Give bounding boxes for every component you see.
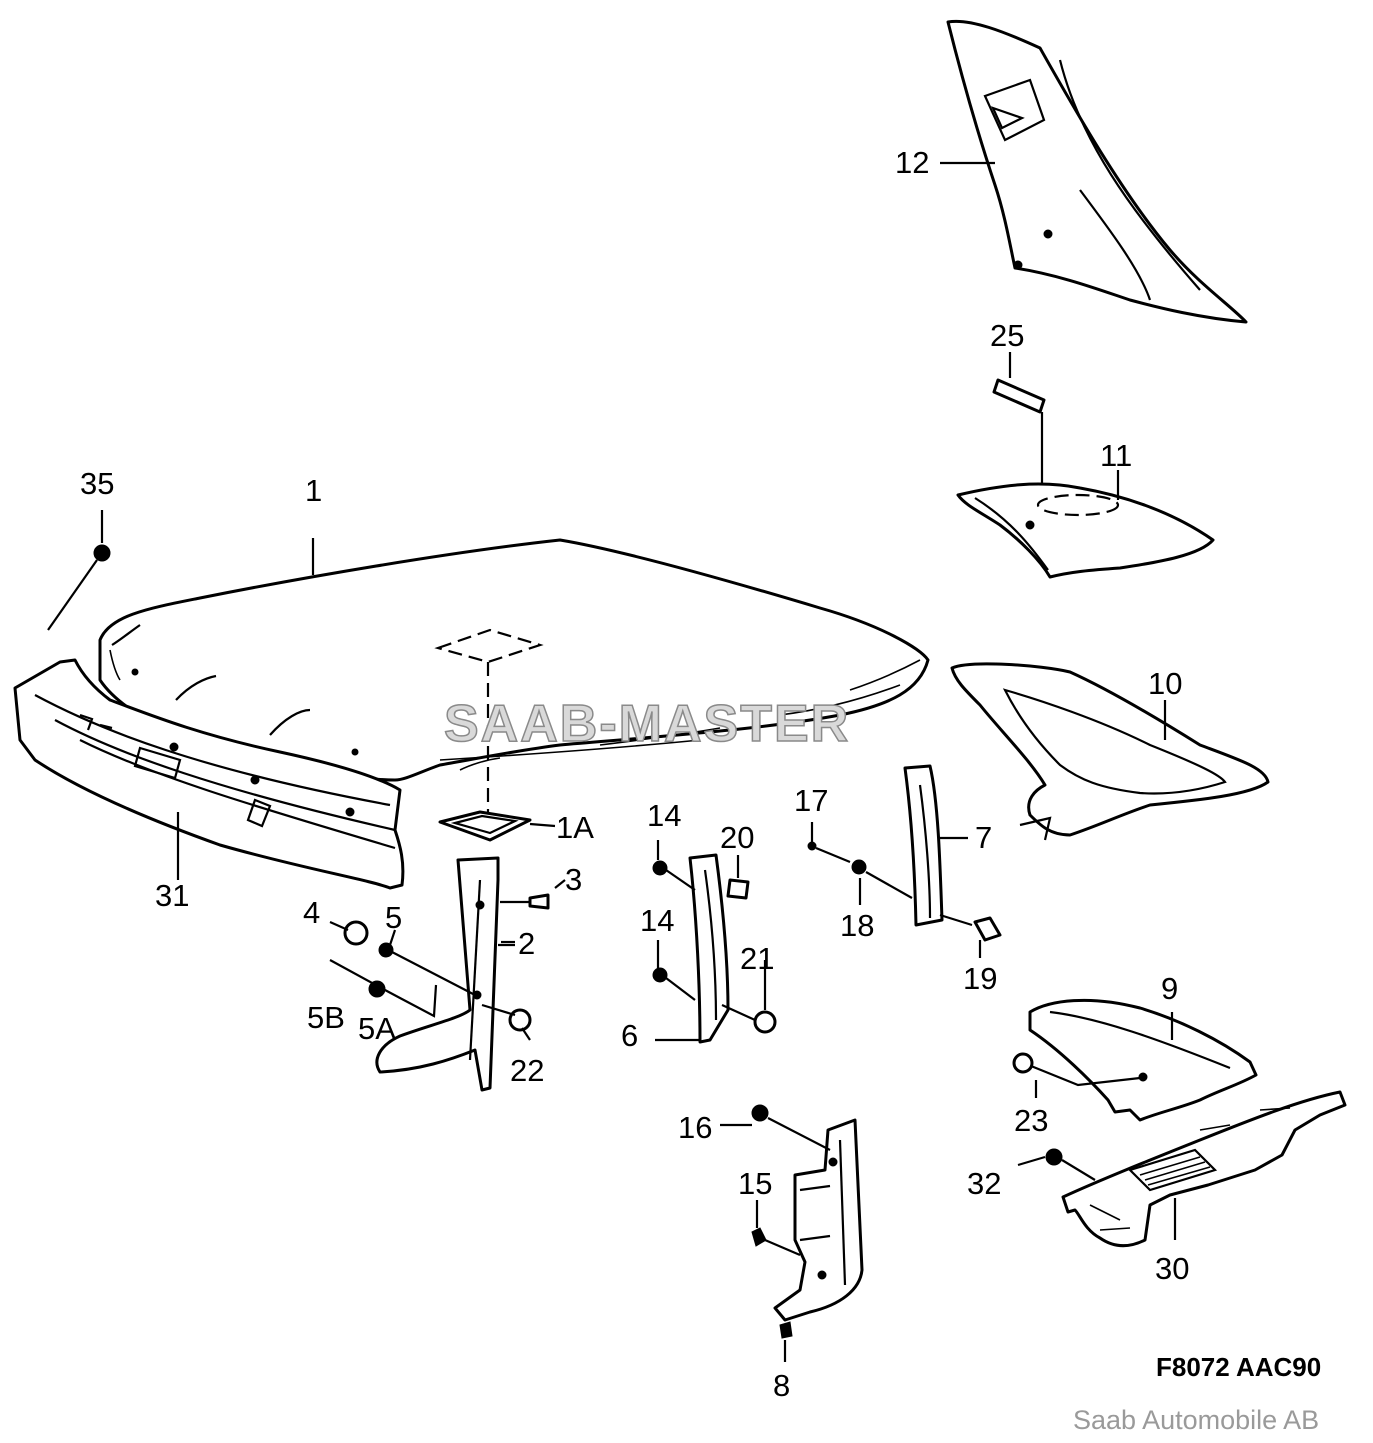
- callout-19: 19: [963, 961, 998, 996]
- callout-18: 18: [840, 908, 875, 943]
- callout-11: 11: [1100, 438, 1133, 473]
- part-11-trim-panel: [956, 482, 1215, 579]
- part-12-pillar-trim: [946, 19, 1248, 324]
- part-30-sill-trim: [1017, 1090, 1347, 1248]
- part-1-headliner: [98, 538, 930, 820]
- copyright-text: Saab Automobile AB: [1073, 1405, 1320, 1435]
- callout-12: 12: [895, 145, 930, 180]
- leader-lines: [329, 161, 1167, 1098]
- callout-5B: 5B: [307, 1000, 345, 1035]
- callout-5A: 5A: [358, 1011, 396, 1046]
- part-35-screw: [47, 510, 111, 631]
- watermark-text: SAAB-MASTER: [443, 694, 851, 754]
- callout-1: 1: [305, 473, 323, 508]
- part-9-trim-panel: [1012, 998, 1258, 1122]
- callout-10: 10: [1148, 666, 1183, 701]
- part-2-pillar-trim: [375, 856, 500, 1092]
- callout-6: 6: [621, 1018, 639, 1053]
- callout-22: 22: [510, 1053, 545, 1088]
- callout-15: 15: [738, 1166, 773, 1201]
- part-25-clip: [992, 378, 1046, 490]
- callout-21: 21: [740, 941, 775, 976]
- callout-16: 16: [678, 1110, 713, 1145]
- part-1A-seal: [438, 810, 556, 842]
- callout-3: 3: [565, 862, 583, 897]
- callout-31: 31: [155, 878, 190, 913]
- callout-5: 5: [385, 900, 403, 935]
- callout-20: 20: [720, 820, 755, 855]
- part-8-lower-pillar-trim: [720, 1104, 864, 1362]
- fasteners-left: [329, 879, 566, 1032]
- part-6-pillar-strip: [652, 853, 777, 1044]
- figure-code: F8072 AAC90: [1156, 1352, 1322, 1382]
- callout-1A: 1A: [556, 810, 594, 845]
- callout-32: 32: [967, 1166, 1002, 1201]
- callout-14-upper: 14: [647, 798, 682, 833]
- callout-7: 7: [975, 820, 993, 855]
- callout-9: 9: [1161, 971, 1179, 1006]
- callout-25: 25: [990, 318, 1025, 353]
- callout-2: 2: [518, 926, 536, 961]
- callout-4: 4: [303, 895, 321, 930]
- part-10-trim-frame: [950, 662, 1270, 841]
- part-7-pillar-strip: [807, 764, 1002, 942]
- callout-17: 17: [794, 783, 829, 818]
- callout-14-lower: 14: [640, 903, 675, 938]
- callout-8: 8: [773, 1368, 791, 1403]
- part-31-front-rail: [13, 658, 405, 890]
- callout-23: 23: [1014, 1103, 1049, 1138]
- callout-30: 30: [1155, 1251, 1190, 1286]
- callout-35: 35: [80, 466, 115, 501]
